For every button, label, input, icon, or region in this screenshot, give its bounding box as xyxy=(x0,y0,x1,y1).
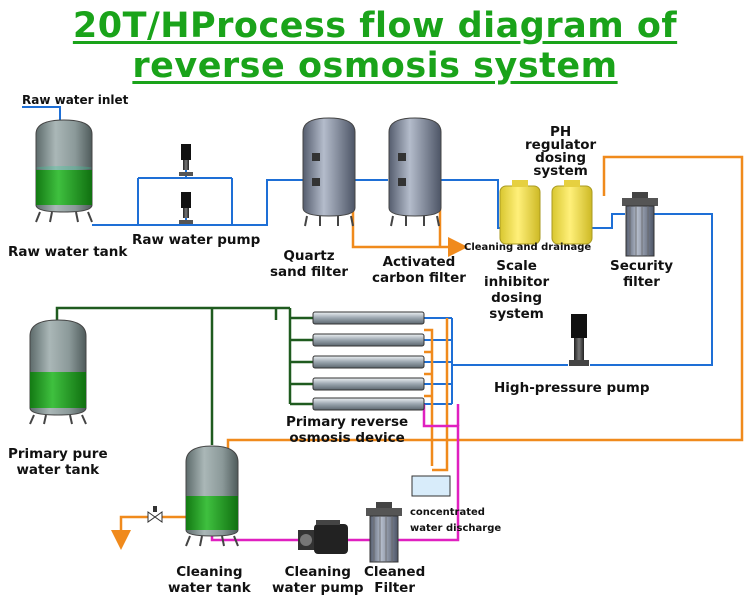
label-activated-carbon-filter: Activated carbon filter xyxy=(372,254,466,286)
raw-water-pump-upper-icon xyxy=(179,144,193,176)
raw-water-tank-icon xyxy=(35,119,93,223)
scale-inhibitor-dosing-tank-icon xyxy=(499,180,541,245)
concentrate-discharge-box-icon xyxy=(411,475,451,497)
label-cleaning-water-tank: Cleaning water tank xyxy=(168,564,251,596)
label-security-filter: Security filter xyxy=(610,258,674,290)
activated-carbon-filter-icon xyxy=(388,117,442,227)
label-primary-ro-device: Primary reverse osmosis device xyxy=(286,414,409,446)
cleaning-water-tank-icon xyxy=(185,445,239,547)
ph-regulator-dosing-tank-icon xyxy=(551,180,593,245)
high-pressure-pump-icon xyxy=(569,314,589,366)
label-scale-inhibitor-dosing: Scale inhibitor dosing system xyxy=(484,258,550,322)
label-raw-water-inlet: Raw water inlet xyxy=(22,93,129,107)
security-filter-icon xyxy=(622,192,658,257)
label-concentrated-water-discharge: concentrated water discharge xyxy=(410,507,502,534)
label-ph-regulator-dosing: PH regulator dosing system xyxy=(525,124,597,179)
label-primary-pure-water-tank: Primary pure water tank xyxy=(8,446,108,478)
cleaned-filter-icon xyxy=(366,502,402,563)
label-high-pressure-pump: High-pressure pump xyxy=(494,380,650,396)
cleaning-water-pump-icon xyxy=(298,520,348,554)
quartz-sand-filter-icon xyxy=(302,117,356,227)
drain-valve-icon xyxy=(147,506,163,523)
label-cleaning-and-drainage: Cleaning and drainage xyxy=(464,242,592,253)
label-cleaned-filter: Cleaned Filter xyxy=(364,564,426,596)
diagram-title-line2: reverse osmosis system xyxy=(132,46,618,86)
raw-water-pump-lower-icon xyxy=(179,192,193,224)
label-raw-water-pump: Raw water pump xyxy=(132,232,261,248)
label-cleaning-water-pump: Cleaning water pump xyxy=(272,564,364,596)
cleaning-lines xyxy=(210,404,460,542)
ro-membranes-icon xyxy=(312,311,425,411)
product-water-lines xyxy=(55,306,313,445)
label-raw-water-tank: Raw water tank xyxy=(8,244,128,260)
primary-pure-water-tank-icon xyxy=(29,319,87,425)
label-quartz-sand-filter: Quartz sand filter xyxy=(270,248,349,280)
diagram-title-line1: 20T/HProcess flow diagram of xyxy=(72,6,678,46)
